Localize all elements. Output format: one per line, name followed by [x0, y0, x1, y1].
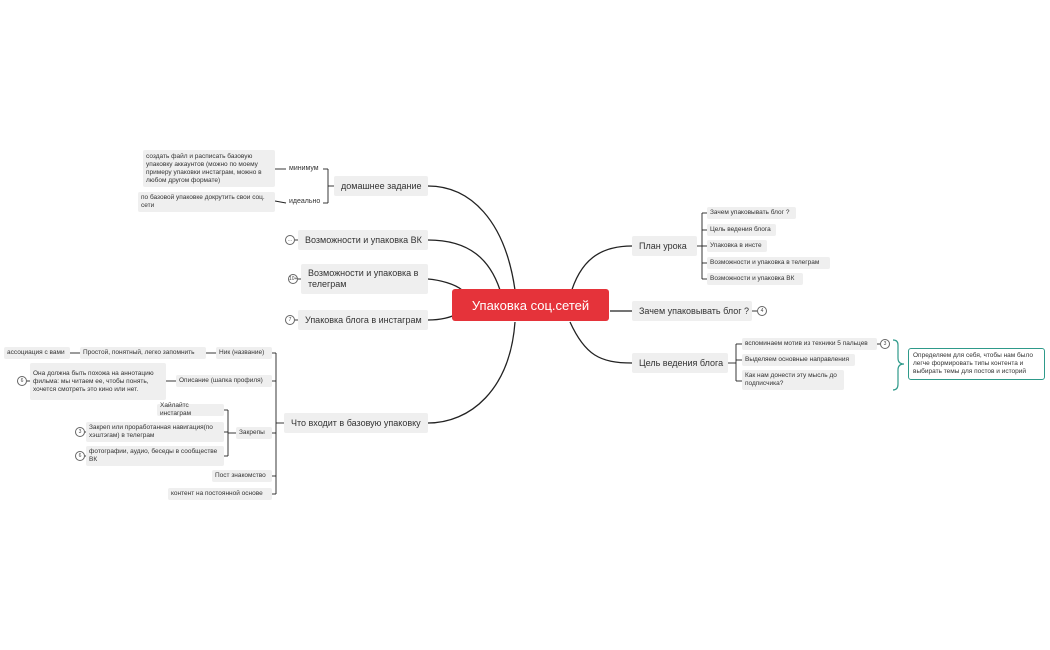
goal-item-3[interactable]: Как нам донести эту мысль до подписчика? [742, 370, 844, 390]
branch-plan[interactable]: План урока [632, 236, 697, 256]
goal-item-2[interactable]: Выделяем основные направления [742, 354, 855, 366]
plan-item-1[interactable]: Зачем упаковывать блог ? [707, 207, 796, 219]
count-badge[interactable]: 10+ [288, 274, 298, 284]
plan-item-5[interactable]: Возможности и упаковка ВК [707, 273, 803, 285]
count-badge[interactable]: 3 [75, 427, 85, 437]
note-count-badge[interactable]: 3 [880, 339, 890, 349]
note-count-badge[interactable]: 4 [757, 306, 767, 316]
homework-ideal-text[interactable]: по базовой упаковке докрутить свои соц. … [138, 192, 275, 212]
branch-telegram[interactable]: Возможности и упаковка в телеграм [301, 264, 428, 294]
base-nick[interactable]: Ник (название) [216, 347, 272, 359]
homework-min-text[interactable]: создать файл и расписать базовую упаковк… [143, 150, 275, 187]
pins-item-2[interactable]: Закреп или проработанная навигация(по хэ… [86, 422, 224, 442]
central-topic[interactable]: Упаковка соц.сетей [452, 289, 609, 321]
base-pins[interactable]: Закрепы [236, 427, 272, 439]
branch-goal[interactable]: Цель ведения блога [632, 353, 728, 373]
branch-telegram-label: Возможности и упаковка в телеграм [308, 268, 419, 289]
branch-homework[interactable]: домашнее задание [334, 176, 428, 196]
base-nick-desc[interactable]: Простой, понятный, легко запомнить [80, 347, 206, 359]
base-nick-assoc[interactable]: ассоциация с вами [4, 347, 70, 359]
base-description-text[interactable]: Она должна быть похожа на аннотацию филь… [30, 363, 166, 400]
base-intro-post[interactable]: Пост знакомство [212, 470, 272, 482]
branch-vk[interactable]: Возможности и упаковка ВК [298, 230, 428, 250]
base-description[interactable]: Описание (шапка профиля) [176, 375, 272, 387]
more-badge[interactable]: ... [285, 235, 295, 245]
count-badge[interactable]: 6 [17, 376, 27, 386]
count-badge[interactable]: 7 [285, 315, 295, 325]
homework-ideal-label[interactable]: идеально [288, 198, 322, 205]
plan-item-3[interactable]: Упаковка в инсте [707, 240, 767, 252]
count-badge[interactable]: 6 [75, 451, 85, 461]
goal-callout[interactable]: Определяем для себя, чтобы нам было легч… [908, 348, 1045, 380]
plan-item-2[interactable]: Цель ведения блога [707, 224, 776, 236]
plan-item-4[interactable]: Возможности и упаковка в телеграм [707, 257, 830, 269]
goal-item-1[interactable]: вспоминаем мотив из техники 5 пальцев [742, 338, 877, 350]
pins-item-3[interactable]: фотографии, аудио, беседы в сообществе В… [86, 446, 224, 466]
base-regular-content[interactable]: контент на постоянной основе [168, 488, 272, 500]
homework-min-label[interactable]: минимум [288, 165, 320, 172]
pins-item-1[interactable]: Хайлайтс инстаграм [157, 402, 224, 417]
branch-why[interactable]: Зачем упаковывать блог ? [632, 301, 752, 321]
branch-base-package[interactable]: Что входит в базовую упаковку [284, 413, 428, 433]
branch-instagram[interactable]: Упаковка блога в инстаграм [298, 310, 428, 330]
